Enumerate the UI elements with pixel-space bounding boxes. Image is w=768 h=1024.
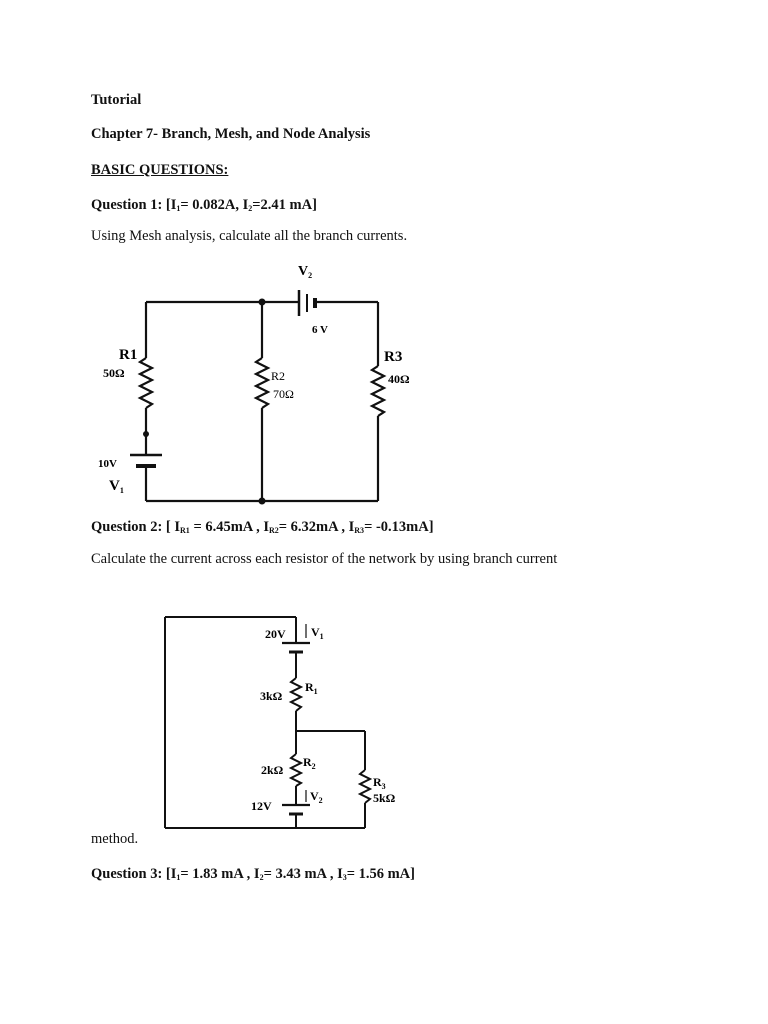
circuit-2-r2-label: R2	[303, 755, 316, 771]
circuit-2-v2-value: 12V	[251, 799, 272, 813]
circuit-2-r3-label: R3	[373, 775, 386, 791]
question-2-text-end: method.	[91, 831, 139, 847]
v1-label: V1	[109, 478, 124, 495]
heading: Tutorial	[91, 92, 142, 108]
battery-v2-symbol-2	[282, 803, 310, 816]
v2-label: V2	[298, 264, 312, 280]
chapter-title: Chapter 7- Branch, Mesh, and Node Analys…	[91, 126, 371, 142]
circuit-2-v1-label: V1	[311, 625, 324, 641]
v2-value: 6 V	[312, 324, 328, 336]
question-3-title: Question 3: [I1= 1.83 mA , I2= 3.43 mA ,…	[91, 866, 415, 882]
r3-value: 40Ω	[388, 372, 410, 386]
circuit-2-r3-value: 5kΩ	[373, 791, 396, 805]
section-title: BASIC QUESTIONS:	[91, 162, 229, 178]
circuit-2-r1-label: R1	[305, 680, 318, 696]
circuit-1-wires	[137, 300, 387, 503]
r3-label: R3	[384, 349, 402, 365]
circuit-2-wires	[164, 616, 373, 829]
question-2-title: Question 2: [ IR1 = 6.45mA , IR2= 6.32mA…	[91, 519, 434, 535]
question-2-text: Calculate the current across each resist…	[91, 551, 558, 567]
circuit-1-junctions	[143, 298, 266, 505]
r1-value: 50Ω	[103, 366, 125, 380]
question-1-title: Question 1: [I1= 0.082A, I2=2.41 mA]	[91, 197, 317, 213]
r2-label: R2	[271, 369, 285, 383]
battery-v1-symbol	[130, 453, 162, 468]
r1-label: R1	[119, 347, 137, 363]
question-1-text: Using Mesh analysis, calculate all the b…	[91, 228, 408, 244]
circuit-2-r2-value: 2kΩ	[261, 763, 284, 777]
battery-v2-symbol	[297, 290, 317, 316]
r2-value: 70Ω	[273, 387, 294, 401]
circuit-2-r1-value: 3kΩ	[260, 689, 283, 703]
circuit-2-v2-label: V2	[310, 789, 323, 805]
battery-v1-symbol-2	[282, 641, 310, 654]
circuit-1-diagram: V2 6 V R1 50Ω R2 70Ω R3 40Ω 10V V1	[98, 264, 410, 505]
circuit-2-v1-value: 20V	[265, 627, 286, 641]
v1-value: 10V	[98, 458, 117, 470]
circuit-2-diagram: 20V V1 3kΩ R1 2kΩ R2 R3 5kΩ 12V V2	[164, 616, 396, 829]
